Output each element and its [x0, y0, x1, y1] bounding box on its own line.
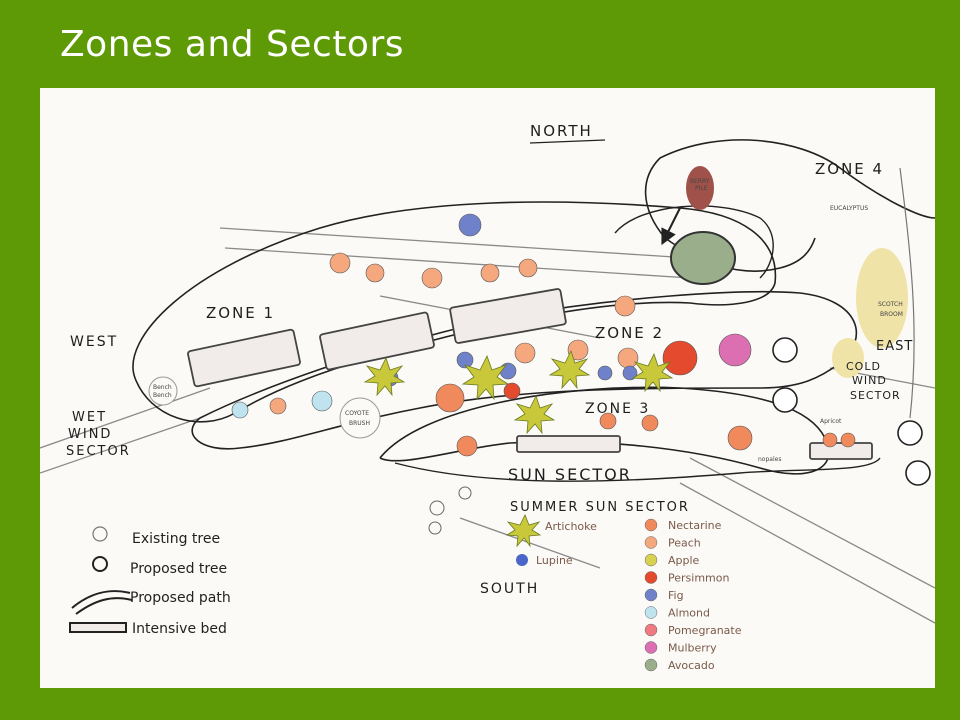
fig-icon — [644, 588, 658, 602]
svg-text:WIND: WIND — [852, 374, 887, 387]
svg-text:BRUSH: BRUSH — [349, 420, 370, 427]
nectarine-icon — [644, 518, 658, 532]
avocado-tree-icon — [670, 231, 736, 285]
legend-plants: Artichoke Lupine — [505, 514, 597, 567]
zone-1-boundary — [132, 201, 777, 423]
lupine-icon — [516, 554, 528, 566]
east-label: EAST — [876, 339, 913, 354]
peach-tree-icon — [567, 339, 589, 361]
legend-avocado: Avocado — [668, 659, 715, 672]
legend-apple: Apple — [668, 554, 700, 567]
svg-text:PILE: PILE — [695, 185, 708, 192]
legend-persimmon: Persimmon — [668, 572, 729, 585]
persimmon-tree-icon — [662, 340, 698, 376]
legend-existing-tree: Existing tree — [132, 531, 220, 547]
zone-map: NORTH WEST EAST SOUTH ZONE 1 ZONE 2 ZONE… — [40, 88, 935, 688]
peach-icon — [644, 536, 658, 549]
zone-map-drawing: NORTH WEST EAST SOUTH ZONE 1 ZONE 2 ZONE… — [40, 122, 935, 672]
pomegranate-icon — [644, 623, 658, 637]
legend-proposed-path: Proposed path — [130, 590, 231, 606]
mulberry-tree-icon — [718, 333, 752, 367]
svg-text:COLD: COLD — [846, 360, 881, 373]
almond-icon — [644, 606, 658, 619]
legend-almond: Almond — [668, 607, 710, 620]
nopales-label: nopales — [758, 456, 781, 463]
avocado-icon — [644, 658, 658, 672]
peach-tree-icon — [329, 252, 351, 274]
peach-tree-icon — [617, 347, 639, 369]
west-label: WEST — [70, 334, 118, 350]
svg-text:Bench: Bench — [153, 392, 172, 399]
eucalyptus-label: EUCALYPTUS — [830, 205, 868, 212]
peach-tree-icon — [480, 263, 500, 283]
bench-label: Bench — [153, 384, 172, 391]
persimmon-icon — [644, 571, 658, 584]
peach-tree-icon — [518, 258, 538, 278]
artichoke-plants — [363, 349, 674, 435]
svg-text:SECTOR: SECTOR — [66, 444, 131, 459]
legend-artichoke: Artichoke — [545, 520, 597, 533]
intensive-beds — [187, 288, 873, 460]
bench-icon — [148, 376, 178, 406]
svg-text:WET: WET — [72, 410, 107, 425]
berry-pile-sketch — [686, 166, 714, 210]
peach-tree-icon — [614, 295, 636, 317]
legend-mulberry: Mulberry — [668, 642, 717, 655]
north-label: NORTH — [530, 122, 593, 140]
legend-lupine: Lupine — [536, 554, 573, 567]
existing-tree-icon — [92, 526, 108, 542]
proposed-path-icon — [71, 590, 131, 609]
wet-wind-sector-label: WET WIND SECTOR — [66, 410, 131, 459]
mulberry-icon — [644, 641, 658, 654]
legend-intensive-bed: Intensive bed — [132, 621, 227, 637]
artichoke-icon — [505, 514, 542, 548]
coyote-brush-label: COYOTE — [345, 410, 369, 417]
east-boundary — [899, 167, 915, 419]
peach-tree-icon — [365, 263, 385, 283]
peach-tree-icon — [421, 267, 443, 289]
legend-nectarine: Nectarine — [668, 519, 722, 532]
legend-peach: Peach — [668, 537, 701, 550]
arrow-icon — [661, 207, 681, 246]
apricot-label: Apricot — [820, 418, 842, 425]
legend-pomegranate: Pomegranate — [668, 624, 742, 637]
south-label: SOUTH — [480, 581, 539, 597]
trees — [231, 213, 931, 486]
cold-wind-sector-label: COLD WIND SECTOR — [846, 360, 901, 402]
summer-sun-sector-label: SUMMER SUN SECTOR — [510, 500, 690, 515]
legend-proposed-tree: Proposed tree — [130, 561, 227, 577]
scotch-broom-sketch — [832, 248, 908, 378]
apple-icon — [644, 553, 658, 567]
proposed-tree-icon — [772, 337, 798, 363]
svg-text:WIND: WIND — [68, 427, 112, 442]
zone-1-label: ZONE 1 — [206, 304, 275, 322]
coyote-brush-icon — [339, 397, 381, 439]
scotch-broom-label: SCOTCH — [878, 301, 903, 308]
zone-4-inner — [614, 205, 774, 279]
peach-tree-icon — [514, 342, 536, 364]
existing-trees — [428, 486, 472, 535]
slide-title: Zones and Sectors — [60, 24, 405, 65]
zone-4-label: ZONE 4 — [815, 160, 884, 178]
svg-text:SECTOR: SECTOR — [850, 389, 901, 402]
legend-fig: Fig — [668, 589, 684, 602]
proposed-tree-icon — [92, 556, 108, 572]
zone-3-boundary — [379, 386, 830, 475]
zone-3-label: ZONE 3 — [585, 401, 650, 417]
berry-pile-label: BERRY — [690, 178, 710, 185]
svg-text:BROOM: BROOM — [880, 311, 903, 318]
zone-3-lower — [394, 457, 881, 482]
fig-tree-icon — [458, 213, 482, 237]
sun-sector-label: SUN SECTOR — [508, 465, 632, 484]
legend-trees: NectarinePeachApplePersimmonFigAlmondPom… — [644, 518, 742, 672]
zone-2-label: ZONE 2 — [595, 324, 664, 342]
intensive-bed-icon — [69, 622, 127, 633]
legend-symbols: Existing tree Proposed tree Proposed pat… — [69, 526, 231, 637]
